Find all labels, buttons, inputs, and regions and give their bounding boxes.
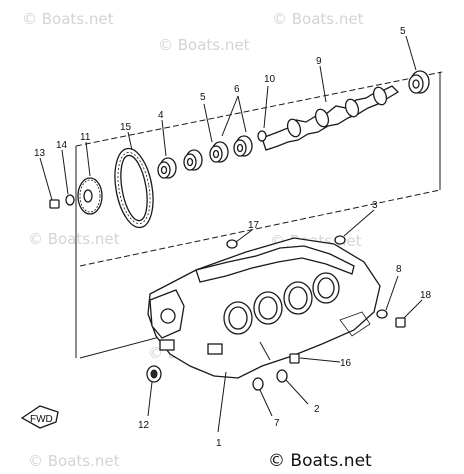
block-plug-7	[252, 377, 273, 417]
block-plug-front	[146, 365, 162, 417]
watermark-footer: © Boats.net	[268, 451, 372, 471]
callout-5-rear: 5	[400, 26, 406, 37]
callout-14: 14	[56, 140, 68, 151]
camshaft-bearing-rear	[405, 35, 430, 94]
callout-9: 9	[316, 56, 322, 67]
callout-3: 3	[372, 200, 378, 211]
callout-18: 18	[420, 290, 432, 301]
callout-13: 13	[34, 148, 46, 159]
camshaft-bearings	[157, 95, 253, 179]
callout-8: 8	[396, 264, 402, 275]
callout-11: 11	[80, 132, 91, 143]
block-plug-8	[376, 275, 399, 319]
callout-15: 15	[120, 122, 132, 133]
callout-12: 12	[138, 420, 150, 431]
callout-10: 10	[264, 74, 276, 85]
callout-2: 2	[314, 404, 320, 415]
camshaft	[261, 65, 400, 151]
callout-5-front: 5	[200, 92, 206, 103]
watermark-top-right: © Boats.net	[272, 10, 364, 28]
watermark-mid-left: © Boats.net	[28, 230, 120, 248]
watermark-top-center: © Boats.net	[158, 36, 250, 54]
timing-gear	[77, 141, 103, 215]
watermark-bottom-left: © Boats.net	[28, 452, 120, 470]
dowel-pin-17	[226, 229, 253, 249]
washer-and-bolt	[39, 149, 75, 209]
side-bolt	[395, 299, 423, 328]
callout-7: 7	[274, 418, 280, 429]
front-marker: FWD	[20, 405, 59, 429]
callout-16-lower: 16	[340, 358, 352, 369]
cam-plug	[257, 85, 269, 142]
cylinder-block	[147, 237, 381, 433]
block-plug-2	[276, 369, 309, 405]
callout-6: 6	[234, 84, 240, 95]
callout-4: 4	[158, 110, 164, 121]
alignment-frame	[75, 71, 443, 359]
drain-bolt	[289, 353, 341, 364]
front-marker-label: FWD	[30, 414, 53, 425]
dowel-pin-3	[334, 209, 375, 245]
timing-chain	[114, 131, 154, 229]
callout-1: 1	[216, 438, 222, 449]
watermark-top-left: © Boats.net	[22, 10, 114, 28]
callout-17: 17	[248, 220, 260, 231]
